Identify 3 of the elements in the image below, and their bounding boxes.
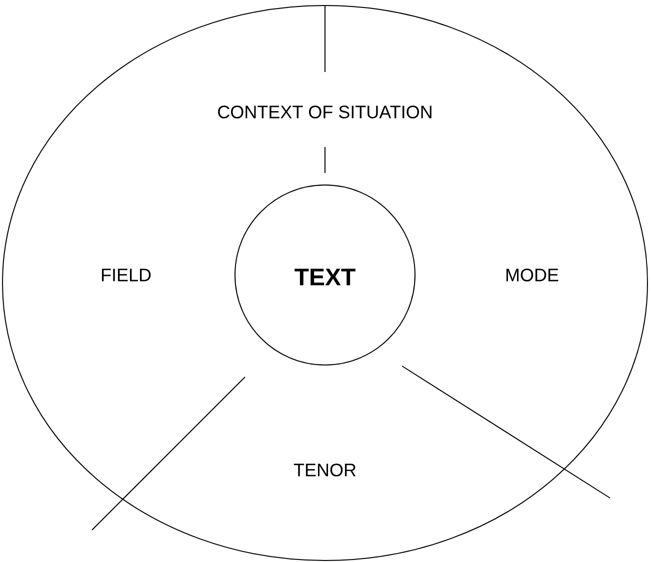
- sector-label: TENOR: [294, 464, 356, 476]
- sector-label: MODE: [506, 268, 558, 282]
- sector-label: FIELD: [102, 268, 151, 282]
